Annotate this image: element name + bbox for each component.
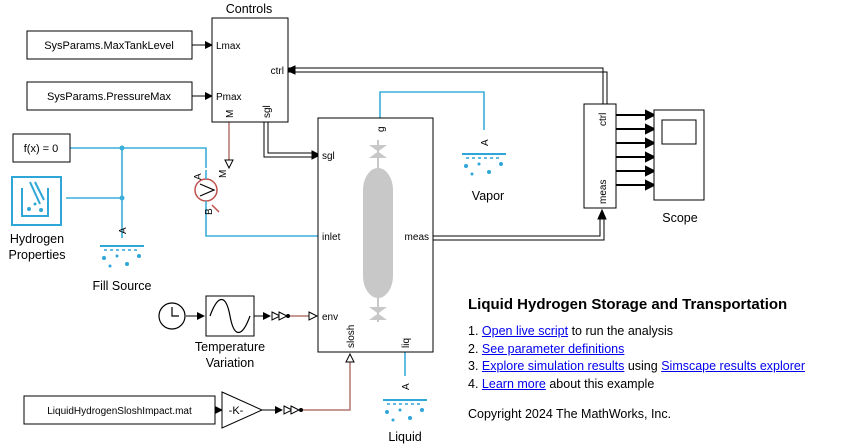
fill-source-block[interactable]: A bbox=[100, 227, 144, 268]
tank-port-inlet: inlet bbox=[322, 232, 341, 243]
pressure-max-block[interactable] bbox=[26, 81, 193, 111]
info-panel: Liquid Hydrogen Storage and Transportati… bbox=[468, 296, 860, 421]
reservoir-drops-icon bbox=[102, 254, 141, 268]
tank-port-liq: liq bbox=[401, 338, 412, 348]
list-item-number: 4. bbox=[468, 376, 479, 391]
tank-port-slosh: slosh bbox=[346, 325, 357, 348]
sine-wave-block[interactable] bbox=[205, 295, 255, 337]
list-item-text: using bbox=[627, 359, 658, 373]
solver-config-text: f(x) = 0 bbox=[24, 143, 59, 155]
list-item-text: about this example bbox=[549, 376, 655, 391]
scope-block[interactable] bbox=[653, 109, 705, 201]
results-explorer-link[interactable]: Simscape results explorer bbox=[661, 359, 806, 373]
hydrogen-properties-label-2: Properties bbox=[9, 248, 66, 262]
max-tank-level-text: SysParams.MaxTankLevel bbox=[44, 40, 174, 52]
tank-port-g: g bbox=[376, 126, 387, 132]
hydrogen-properties-label-1: Hydrogen bbox=[10, 232, 64, 246]
liquid-drops-icon bbox=[385, 408, 424, 422]
slosh-port-triangle bbox=[345, 352, 355, 363]
physical-lines bbox=[66, 91, 485, 376]
ps-converter-slosh[interactable] bbox=[283, 405, 303, 415]
env-port-triangle bbox=[308, 311, 319, 321]
scope-label: Scope bbox=[662, 211, 697, 225]
ps-converter-temperature[interactable] bbox=[271, 311, 290, 321]
solver-config-block[interactable] bbox=[12, 133, 71, 163]
controls-port-sgl: sgl bbox=[262, 105, 273, 118]
fill-source-port-a: A bbox=[118, 227, 129, 234]
vapor-label: Vapor bbox=[472, 189, 504, 203]
learn-more-link[interactable]: Learn more bbox=[481, 376, 546, 391]
beaker-icon bbox=[21, 181, 49, 217]
list-item: 2. See parameter definitions bbox=[468, 341, 860, 359]
temperature-variation-label-1: Temperature bbox=[195, 340, 265, 354]
parameter-definitions-link[interactable]: See parameter definitions bbox=[481, 341, 625, 356]
max-tank-level-block[interactable] bbox=[26, 30, 193, 60]
list-item-text: to run the analysis bbox=[571, 324, 674, 338]
bubbles-icon bbox=[27, 202, 43, 212]
tank-icon bbox=[363, 140, 393, 322]
scope-arrows bbox=[616, 109, 657, 191]
clock-block[interactable] bbox=[158, 302, 186, 330]
vapor-port-a: A bbox=[480, 139, 491, 146]
controls-label: Controls bbox=[226, 2, 273, 16]
controls-port-pmax: Pmax bbox=[216, 92, 242, 103]
list-item-number: 1. bbox=[468, 324, 479, 338]
meas-bus-line bbox=[433, 208, 607, 241]
scope-screen-icon bbox=[661, 119, 697, 145]
sgl-bus-line bbox=[263, 122, 322, 160]
controls-port-m: M bbox=[225, 110, 236, 118]
copyright-text: Copyright 2024 The MathWorks, Inc. bbox=[468, 407, 672, 421]
pump-port-b: B bbox=[204, 208, 215, 215]
pressure-max-text: SysParams.PressureMax bbox=[47, 91, 172, 103]
controls-port-ctrl: ctrl bbox=[271, 66, 284, 77]
fill-source-label: Fill Source bbox=[92, 279, 151, 293]
pump-port-a: A bbox=[193, 173, 204, 180]
list-item-number: 2. bbox=[468, 341, 479, 356]
physical-junctions bbox=[119, 145, 125, 201]
sine-wave-icon bbox=[209, 298, 251, 334]
model-title: Liquid Hydrogen Storage and Transportati… bbox=[468, 296, 788, 313]
pump-block[interactable] bbox=[194, 170, 220, 213]
temperature-variation-label-2: Variation bbox=[206, 356, 254, 370]
list-item-number: 3. bbox=[468, 359, 479, 373]
slosh-file-text: LiquidHydrogenSloshImpact.mat bbox=[47, 406, 192, 417]
list-item: 1. Open live script to run the analysis bbox=[468, 323, 860, 341]
hydrogen-properties-block[interactable] bbox=[11, 176, 62, 226]
m-port-triangle bbox=[224, 159, 234, 170]
scope-demux-block[interactable] bbox=[583, 103, 617, 209]
liquid-port-a: A bbox=[401, 383, 412, 390]
scope-port-meas: meas bbox=[598, 180, 609, 204]
tank-port-meas: meas bbox=[405, 232, 429, 243]
liquid-label: Liquid bbox=[388, 430, 421, 444]
tank-port-sgl: sgl bbox=[322, 151, 335, 162]
open-live-script-link[interactable]: Open live script bbox=[481, 324, 569, 338]
list-item: 3. Explore simulation results using Sims… bbox=[468, 358, 860, 376]
controls-block[interactable] bbox=[211, 17, 289, 123]
scope-port-ctrl: ctrl bbox=[598, 113, 609, 126]
controls-port-lmax: Lmax bbox=[216, 41, 240, 52]
liquid-reservoir-block[interactable]: A bbox=[383, 383, 427, 422]
clock-icon bbox=[171, 307, 179, 317]
gain-text: -K- bbox=[229, 405, 244, 417]
explore-results-link[interactable]: Explore simulation results bbox=[481, 359, 625, 373]
slosh-line bbox=[302, 360, 351, 411]
gain-block[interactable] bbox=[221, 391, 264, 429]
vapor-reservoir-block[interactable]: A bbox=[462, 139, 506, 176]
slosh-file-block[interactable] bbox=[23, 395, 216, 425]
instructions-list: 1. Open live script to run the analysis … bbox=[468, 323, 860, 393]
vapor-drops-icon bbox=[464, 162, 503, 176]
tank-port-env: env bbox=[322, 312, 338, 323]
list-item: 4. Learn more about this example bbox=[468, 376, 860, 394]
pump-port-m: M bbox=[218, 170, 229, 178]
